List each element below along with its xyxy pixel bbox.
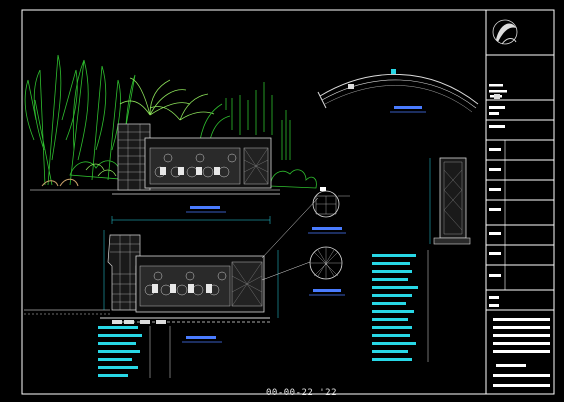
dimension-notes-right: [372, 254, 418, 361]
planting-group: [24, 54, 317, 189]
drawing-number-text: 00-00-22 '22: [266, 388, 338, 398]
section-title-label: [186, 336, 216, 339]
section-elevation-view: [24, 197, 319, 378]
arc-plan-view: [317, 69, 500, 113]
company-logo-icon: [492, 19, 518, 45]
dimension-notes-left: [98, 326, 142, 377]
detail-b: [309, 246, 345, 296]
feature-wall-front: [117, 123, 272, 191]
front-elevation-view: [24, 54, 317, 213]
column-detail-view: [429, 157, 471, 245]
plan-title-label: [394, 106, 422, 109]
elevation-title-1: [186, 206, 226, 213]
title-block: [485, 10, 555, 394]
detail-a: [308, 187, 350, 234]
